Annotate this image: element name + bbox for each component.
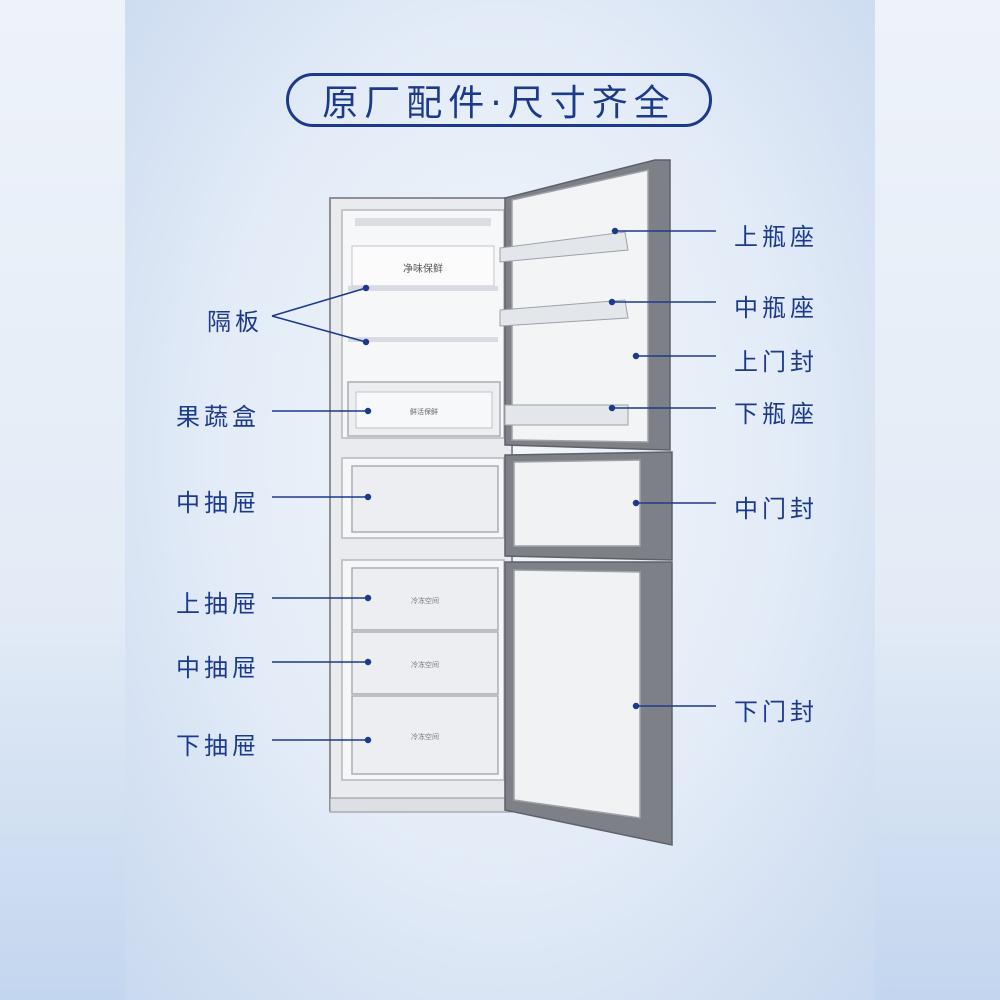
label-shelf: 隔板 xyxy=(207,308,263,336)
top-panel-text: 净味保鲜 xyxy=(403,262,443,275)
drawer-tag-text-1: 冷冻空间 xyxy=(411,596,439,605)
upper-door xyxy=(499,159,671,451)
middle-door xyxy=(504,451,673,561)
middle-drawer xyxy=(351,465,499,533)
upper-bottle-rack xyxy=(499,231,629,263)
label-crisper: 果蔬盒 xyxy=(176,403,260,431)
drawer-tag-text-3: 冷冻空间 xyxy=(411,732,439,741)
background-band-left xyxy=(0,0,125,1000)
middle-freezer-drawer xyxy=(351,631,499,695)
label-middle-drawer: 中抽屉 xyxy=(176,489,260,517)
crisper-tag-text: 鲜活保鲜 xyxy=(410,407,438,416)
label-middle-bottle-rack: 中瓶座 xyxy=(734,294,818,322)
label-upper-bottle-rack: 上瓶座 xyxy=(734,223,818,251)
upper-freezer-drawer xyxy=(351,567,499,631)
label-upper-door-seal: 上门封 xyxy=(734,348,818,376)
page-title: 原厂配件·尺寸齐全 xyxy=(286,73,712,127)
label-lower-bottle-rack: 下瓶座 xyxy=(734,400,818,428)
background-band-right xyxy=(875,0,1000,1000)
label-lower-door-seal: 下门封 xyxy=(734,698,818,726)
middle-bottle-rack xyxy=(499,299,629,327)
label-lower-drawer: 下抽屉 xyxy=(176,732,260,760)
lower-freezer-drawer xyxy=(351,695,499,775)
drawer-tag-text-2: 冷冻空间 xyxy=(411,660,439,669)
shelf-1 xyxy=(348,286,498,291)
label-upper-drawer: 上抽屉 xyxy=(176,590,260,618)
shelf-2 xyxy=(348,337,498,342)
label-middle-door-seal: 中门封 xyxy=(734,495,818,523)
label-middle-drawer-2: 中抽屉 xyxy=(176,654,260,682)
lower-bottle-rack xyxy=(504,404,629,426)
leader-lines xyxy=(271,227,716,744)
lower-door xyxy=(504,561,673,846)
page-title-text: 原厂配件·尺寸齐全 xyxy=(322,83,676,124)
